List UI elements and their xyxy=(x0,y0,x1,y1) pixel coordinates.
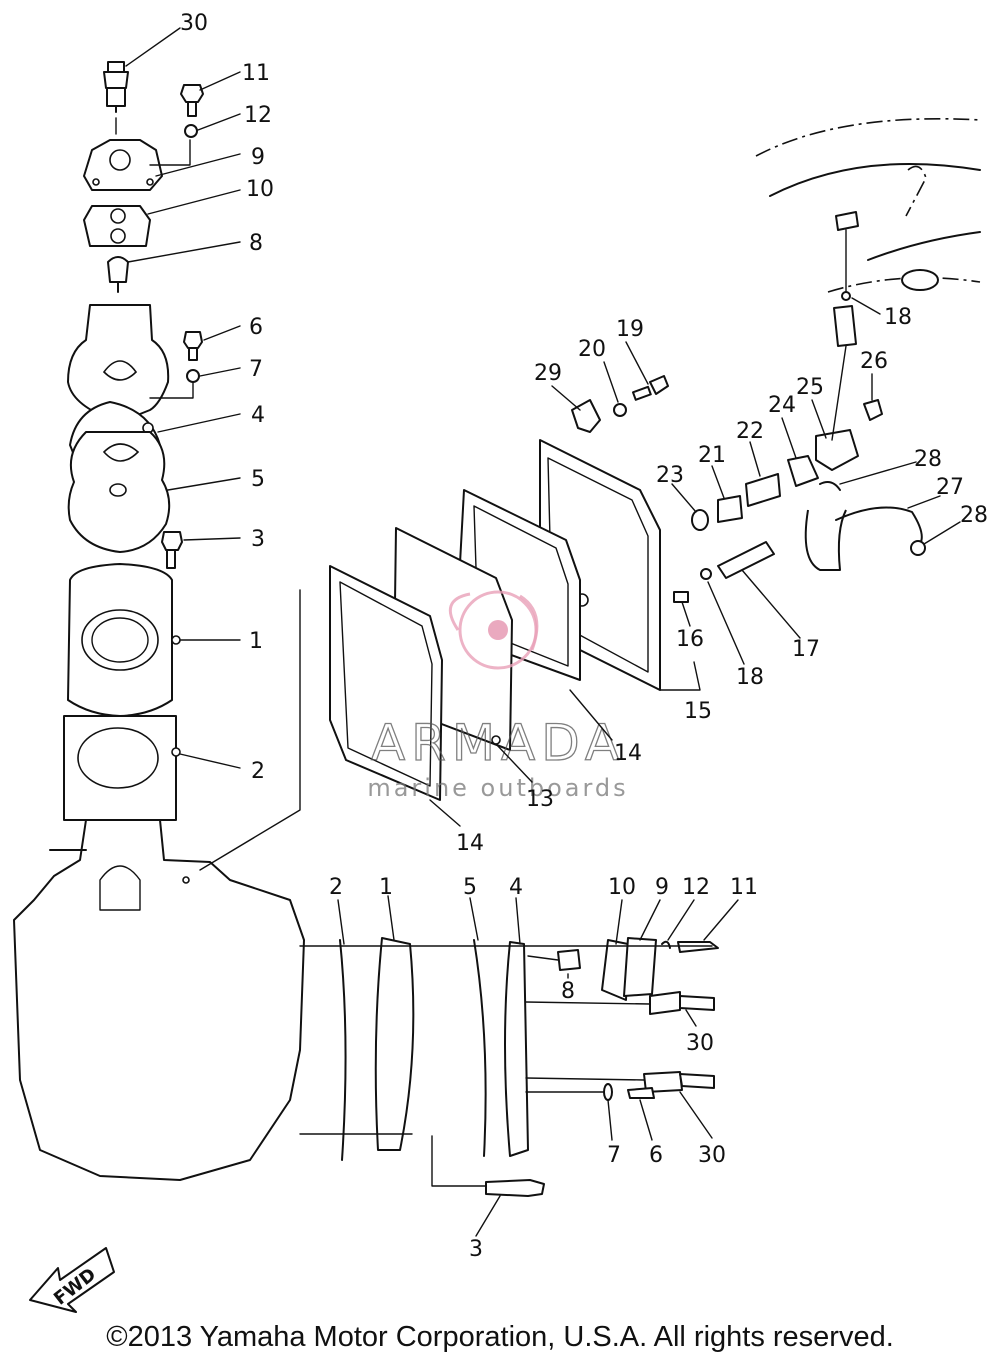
callout-10-gasket: 10 xyxy=(246,177,274,202)
callout-28-clamp: 28 xyxy=(914,447,942,472)
callout-23-seal: 23 xyxy=(656,463,684,488)
bolt-26 xyxy=(863,399,883,421)
callout-1-head: 1 xyxy=(249,629,263,654)
callout-30-side-b: 30 xyxy=(698,1143,726,1168)
callout-1-side: 1 xyxy=(379,875,393,900)
callout-27-hose: 27 xyxy=(936,475,964,500)
callout-10-side: 10 xyxy=(608,875,636,900)
callout-7-washer: 7 xyxy=(249,357,263,382)
bolt-19 xyxy=(631,375,669,401)
watermark: ARMADA marine outboards xyxy=(367,590,628,802)
callout-7-side: 7 xyxy=(607,1143,621,1168)
callout-14-gasket-b: 14 xyxy=(456,831,484,856)
leader-line xyxy=(149,139,191,166)
hose-17 xyxy=(717,541,775,579)
gasket-14-lower xyxy=(329,565,443,801)
callout-3-side: 3 xyxy=(469,1237,483,1262)
callout-2-side: 2 xyxy=(329,875,343,900)
gasket-24 xyxy=(787,455,819,487)
cover-9 xyxy=(83,139,163,191)
cylinder-block xyxy=(13,819,305,1181)
side-view-stack xyxy=(299,937,719,1197)
callout-26-bolt: 26 xyxy=(860,349,888,374)
thermostat-21 xyxy=(717,495,743,523)
callout-8-side: 8 xyxy=(561,979,575,1004)
bolt-6-top xyxy=(183,331,203,361)
gasket-5 xyxy=(67,431,171,553)
hose-27 xyxy=(804,509,847,571)
callout-12-washer: 12 xyxy=(244,103,272,128)
callout-21-thermostat: 21 xyxy=(698,443,726,468)
callout-19-bolt: 19 xyxy=(616,317,644,342)
callout-20-washer: 20 xyxy=(578,337,606,362)
head-gasket-2 xyxy=(63,715,181,821)
anode-8-top xyxy=(107,256,129,293)
cover-25 xyxy=(815,429,859,471)
copyright-notice: ©2013 Yamaha Motor Corporation, U.S.A. A… xyxy=(106,1321,894,1353)
callout-leaders xyxy=(125,27,961,1237)
callout-22-spring: 22 xyxy=(736,419,764,444)
callout-29-bracket: 29 xyxy=(534,361,562,386)
fwd-arrow: FWD xyxy=(29,1247,115,1313)
callout-4-cover: 4 xyxy=(251,403,265,428)
watermark-subtitle: marine outboards xyxy=(367,774,628,802)
bolt-3-top xyxy=(161,531,183,569)
engine-outline-topright xyxy=(755,118,981,293)
callout-3-bolt: 3 xyxy=(251,527,265,552)
callout-17-hose: 17 xyxy=(792,637,820,662)
callout-5-gasket: 5 xyxy=(251,467,265,492)
callout-30-spark-plug: 30 xyxy=(180,11,208,36)
watermark-title: ARMADA xyxy=(371,714,625,772)
pin-16 xyxy=(673,591,689,603)
callout-30-side: 30 xyxy=(686,1031,714,1056)
callout-15-cover: 15 xyxy=(684,699,712,724)
callout-28-clamp-b: 28 xyxy=(960,503,988,528)
callout-12-side: 12 xyxy=(682,875,710,900)
callout-2-gasket: 2 xyxy=(251,759,265,784)
bracket-29 xyxy=(571,399,601,433)
callout-4-side: 4 xyxy=(509,875,523,900)
callout-13-plate: 13 xyxy=(526,787,554,812)
callout-18-clip: 18 xyxy=(736,665,764,690)
callout-24-gasket: 24 xyxy=(768,393,796,418)
callout-9-side: 9 xyxy=(655,875,669,900)
callout-6-bolt: 6 xyxy=(249,315,263,340)
spring-22 xyxy=(745,473,781,507)
washer-12-top xyxy=(184,124,198,138)
bolt-11-top xyxy=(180,84,204,117)
clip-18 xyxy=(700,568,712,580)
gasket-10 xyxy=(83,205,151,247)
callout-6-side: 6 xyxy=(649,1143,663,1168)
top-fitting xyxy=(831,211,859,441)
callout-numbers: 30 11 12 9 10 8 6 7 4 5 3 1 2 18 19 20 2… xyxy=(180,11,988,1262)
seal-23 xyxy=(691,509,709,531)
callout-5-side: 5 xyxy=(463,875,477,900)
clamp-28 xyxy=(819,481,841,491)
callout-9-cover: 9 xyxy=(251,145,265,170)
callout-25-cover: 25 xyxy=(796,375,824,400)
cylinder-head-cover xyxy=(67,304,170,419)
callout-8-anode: 8 xyxy=(249,231,263,256)
callout-14-gasket: 14 xyxy=(614,741,642,766)
callout-16-pin: 16 xyxy=(676,627,704,652)
thermostat-group xyxy=(673,399,926,603)
washer-7-top xyxy=(186,369,200,383)
spark-plug-top xyxy=(103,61,129,113)
cylinder-head-1 xyxy=(67,563,181,717)
watermark-logo xyxy=(448,590,539,670)
washer-20 xyxy=(613,403,627,417)
leader-line xyxy=(149,381,194,399)
callout-11-bolt: 11 xyxy=(242,61,270,86)
callout-18-clip-top: 18 xyxy=(884,305,912,330)
leader-line xyxy=(199,589,301,871)
clamp-28-b xyxy=(910,540,926,556)
callout-11-side: 11 xyxy=(730,875,758,900)
